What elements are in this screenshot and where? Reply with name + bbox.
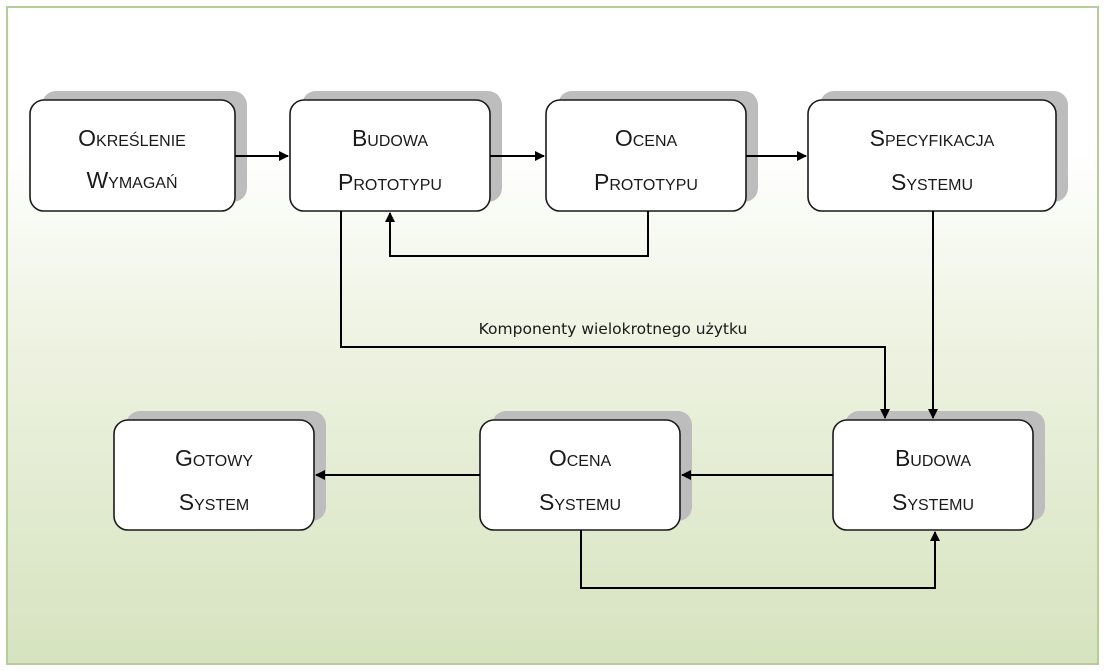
arrow-reusable-components — [340, 211, 890, 419]
node-label-line2: Systemu — [892, 489, 974, 515]
node-label-line1: Budowa — [895, 445, 971, 471]
node-label-line1: Ocena — [615, 125, 678, 151]
reuse-components-label: Komponenty wielokrotnego użytku — [479, 320, 748, 338]
node-budowa-systemu: Budowa Systemu — [832, 411, 1045, 531]
node-ocena-systemu: Ocena Systemu — [479, 411, 692, 531]
node-label-line2: System — [179, 489, 249, 515]
node-okreslenie-wymagan: Określenie Wymagań — [29, 91, 247, 212]
node-label-line1: Budowa — [352, 125, 428, 151]
node-label-line1: Gotowy — [175, 445, 253, 471]
node-specyfikacja-systemu: Specyfikacja Systemu — [807, 91, 1068, 212]
node-label-line1: Ocena — [549, 445, 612, 471]
node-label-line2: Systemu — [539, 489, 621, 515]
node-label-line2: Prototypu — [338, 169, 442, 195]
node-budowa-prototypu: Budowa Prototypu — [289, 91, 502, 212]
node-box — [29, 99, 236, 212]
node-label-line2: Wymagań — [86, 167, 177, 193]
node-label-line1: Specyfikacja — [870, 125, 995, 151]
node-ocena-prototypu: Ocena Prototypu — [545, 91, 758, 212]
node-label-line2: Systemu — [891, 169, 973, 195]
arrow-prototype-feedback-loop — [385, 211, 649, 257]
arrow-system-feedback-loop — [580, 530, 940, 589]
node-box — [113, 419, 315, 531]
node-label-line2: Prototypu — [594, 169, 698, 195]
node-gotowy-system: Gotowy System — [113, 411, 326, 531]
node-label-line1: Określenie — [78, 125, 186, 151]
